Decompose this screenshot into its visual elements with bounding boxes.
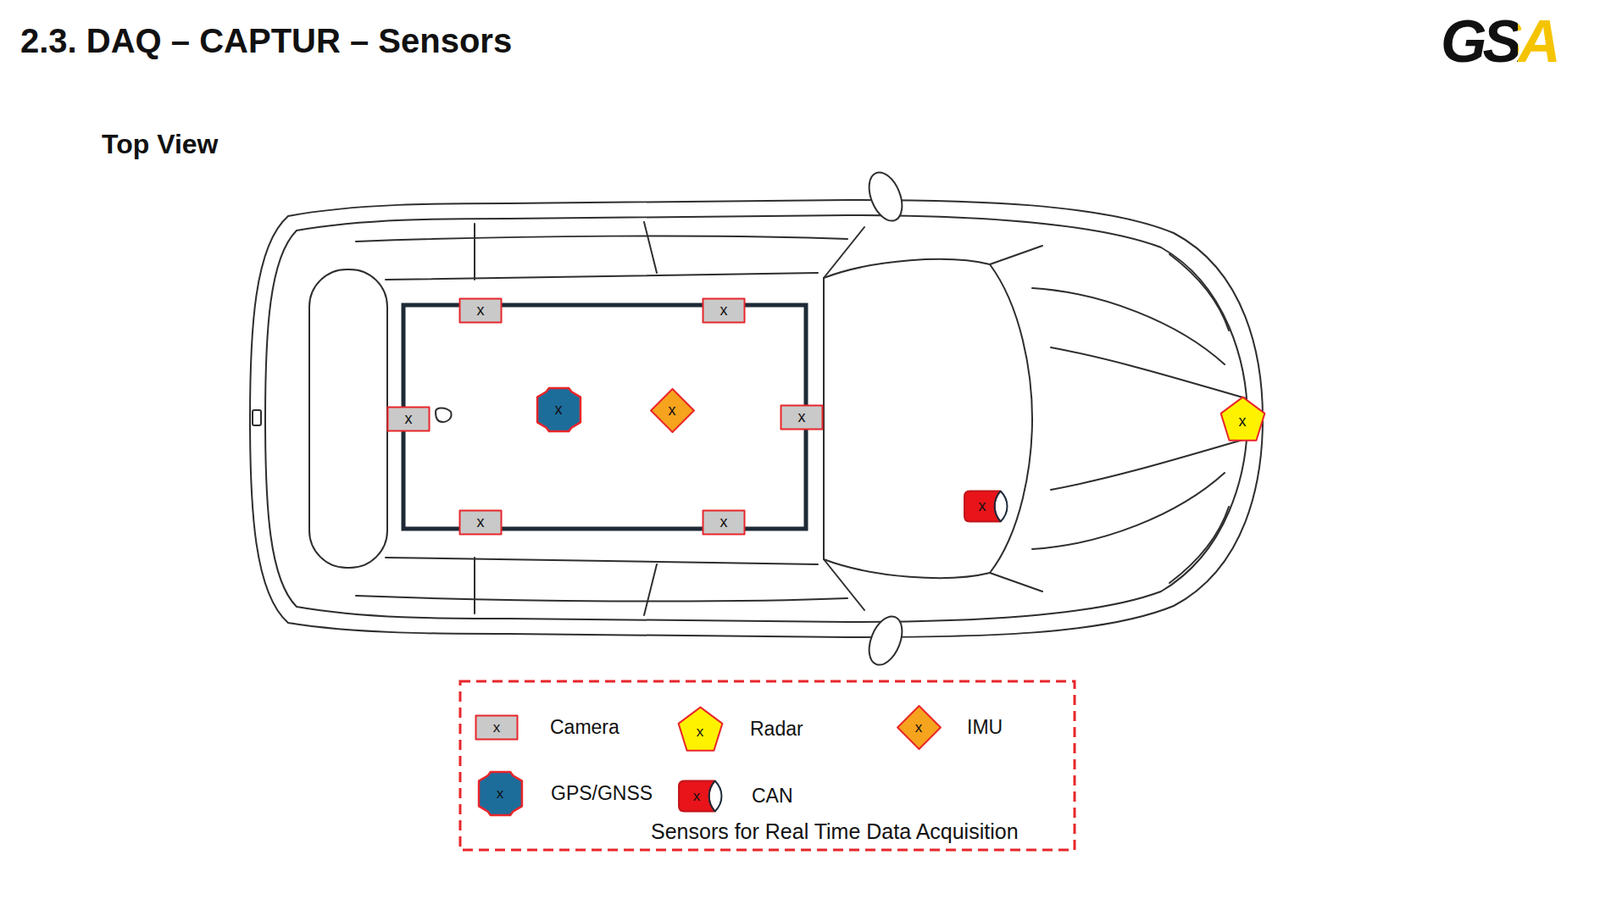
sensor-mark: x [405,411,413,427]
camera-sensor: x [387,406,430,432]
imu-symbol-outline [650,388,695,433]
legend-text: GPS/GNSS [550,782,653,806]
camera-symbol-outline [388,406,430,431]
legend-note: Sensors for Real Time Data Acquisition [650,819,1019,845]
camera-sensor: x [459,510,502,535]
car-body [250,200,1263,638]
roof-edge [385,557,818,565]
gps-symbol-outline [537,388,581,432]
camera-sensor: x [702,510,745,535]
legend-swatch: x [896,705,942,750]
radar-sensor: x [1219,395,1267,443]
sensor-mark: x [555,401,563,417]
sensor-mark: x [978,498,987,514]
side-mirror [862,167,909,226]
gps-sensor: x [536,387,582,433]
sensor-mark: x [720,302,728,318]
camera-symbol-outline [460,510,502,534]
sensor-mark: x [493,720,501,735]
imu-sensor: x [650,388,695,434]
camera-symbol-outline [781,405,823,429]
rear-hatch-handle [252,410,262,426]
rear-window [309,269,388,568]
camera-symbol-outline [460,298,502,323]
headlight [1169,254,1229,584]
sensor-mark: x [668,402,677,418]
door-seam [474,222,657,616]
legend-swatch: x [677,778,723,814]
slide-title: 2.3. DAQ – CAPTUR – Sensors [20,22,512,61]
sensor-mark: x [1238,413,1247,429]
side-mirror [862,611,909,670]
legend-swatch: x [677,705,724,753]
body-inner-line [265,215,1248,623]
sensor-mark: x [798,409,806,425]
sensor-mark: x [693,788,701,804]
sensor-mark: x [496,786,505,801]
a-pillar [823,227,1043,611]
hood-line [1032,288,1246,550]
imu-symbol-outline [897,705,941,750]
camera-symbol-outline [703,510,745,534]
camera-symbol-outline [476,715,518,739]
legend-frame [460,681,1075,850]
legend-text: Radar [750,717,804,741]
camera-sensor: x [459,298,502,323]
door-line [355,235,848,242]
roof-edge [385,272,818,280]
legend-text: Camera [550,716,620,739]
company-logo: GSA [1438,11,1564,72]
sensor-mark: x [477,302,485,318]
camera-symbol-outline [703,298,745,323]
legend-swatch: x [475,715,518,740]
sensor-mark: x [696,724,705,739]
sensor-mark: x [915,720,923,735]
roof-rack [403,305,806,529]
radar-symbol-outline [677,706,723,750]
legend-text: IMU [966,716,1003,739]
legend-swatch: x [477,771,523,817]
antenna [435,408,452,423]
view-label: Top View [101,128,219,161]
sensor-mark: x [720,514,728,530]
door-line [355,595,848,602]
camera-sensor: x [780,405,823,430]
can-sensor: x [963,488,1008,524]
gps-symbol-outline [478,772,523,816]
sensor-mark: x [477,514,485,530]
legend-text: CAN [751,784,794,808]
radar-symbol-outline [1220,396,1265,440]
camera-sensor: x [702,298,745,323]
windshield [823,259,1033,578]
